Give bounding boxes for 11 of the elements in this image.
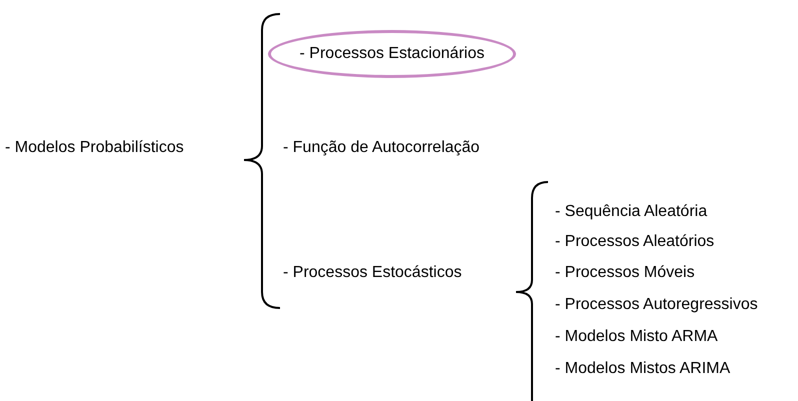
node-text: - Processos Estacionários xyxy=(300,44,484,64)
list-item-text: - Processos Estocásticos xyxy=(283,263,462,283)
list-item-text: - Processos Aleatórios xyxy=(555,232,714,252)
list-item-text: - Modelos Probabilísticos xyxy=(5,138,184,158)
list-item-text: - Modelos Mistos ARIMA xyxy=(555,359,730,379)
list-item-text: - Processos Móveis xyxy=(555,263,695,283)
list-item-text: - Modelos Misto ARMA xyxy=(555,327,718,347)
ellipse-shape xyxy=(268,30,516,78)
list-item-text: - Função de Autocorrelação xyxy=(283,138,480,158)
list-item-text: - Sequência Aleatória xyxy=(555,202,708,222)
list-item-text: - Processos Autoregressivos xyxy=(555,295,758,315)
